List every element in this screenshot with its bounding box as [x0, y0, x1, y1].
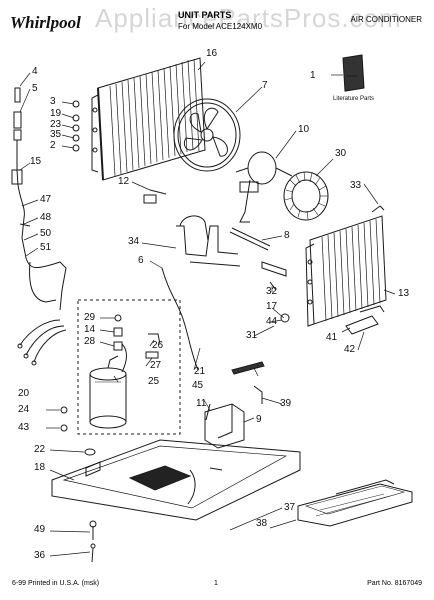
callout-49: 49 — [34, 524, 46, 535]
callout-2: 2 — [50, 140, 56, 151]
callout-29: 29 — [84, 312, 96, 323]
footer-page-number: 1 — [214, 580, 218, 587]
callout-33: 33 — [350, 180, 362, 191]
callout-4: 4 — [32, 66, 38, 77]
callout-6: 6 — [138, 255, 144, 266]
callout-14: 14 — [84, 324, 96, 335]
drain-tray-assembly — [297, 479, 413, 527]
fan-motor — [235, 151, 293, 223]
footer-part-number: Part No. 8167049 — [367, 580, 422, 587]
thermistor-wire — [17, 184, 67, 311]
leader-lines — [19, 61, 396, 557]
callout-18: 18 — [34, 462, 46, 473]
callout-19: 19 — [50, 108, 62, 119]
callout-32: 32 — [266, 286, 278, 297]
callout-9: 9 — [256, 414, 262, 425]
compressor-hardware — [113, 314, 161, 359]
callout-23: 23 — [50, 119, 62, 130]
callout-1: 1 — [310, 70, 316, 81]
blower-wheel — [283, 171, 329, 221]
callout-11: 11 — [196, 398, 207, 409]
callout-28: 28 — [84, 336, 96, 347]
evaporator-coil — [305, 205, 387, 327]
callout-26: 26 — [152, 340, 164, 351]
callout-20: 20 — [18, 388, 30, 399]
callout-30: 30 — [335, 148, 347, 159]
callout-17: 17 — [266, 301, 278, 312]
callout-48: 48 — [40, 212, 52, 223]
callout-25: 25 — [148, 376, 160, 387]
callout-13: 13 — [398, 288, 410, 299]
base-pan — [51, 439, 301, 521]
base-grommet — [84, 448, 96, 456]
callout-45: 45 — [192, 380, 204, 391]
callout-3: 3 — [50, 96, 56, 107]
wire-connector — [143, 189, 167, 204]
condenser-coil — [91, 57, 206, 181]
header-center: UNIT PARTS For Model ACE124XM0 — [178, 10, 262, 32]
left-column-parts — [11, 87, 80, 186]
screw-and-bracket-cluster — [229, 227, 290, 323]
watermark-text: AppliancePartsPros.com — [95, 3, 402, 33]
callout-47: 47 — [40, 194, 52, 205]
brand-logo: Whirlpool — [10, 13, 81, 32]
callout-35: 35 — [50, 129, 62, 140]
model-line: For Model ACE124XM0 — [178, 22, 263, 31]
callout-43: 43 — [18, 422, 30, 433]
callout-41: 41 — [326, 332, 338, 343]
foam-strip — [231, 361, 265, 375]
condenser-fan-blade — [173, 98, 241, 172]
callout-37: 37 — [284, 502, 296, 513]
callout-27: 27 — [150, 360, 162, 371]
callout-15: 15 — [30, 156, 42, 167]
product-name: AIR CONDITIONER — [350, 15, 422, 24]
capillary-tube — [161, 267, 199, 371]
callout-36: 36 — [34, 550, 46, 561]
callout-42: 42 — [344, 344, 356, 355]
compressor-enclosure-outline — [77, 299, 181, 435]
callout-10: 10 — [298, 124, 310, 135]
compressor — [89, 343, 127, 429]
callout-12: 12 — [118, 176, 130, 187]
callout-5: 5 — [32, 83, 38, 94]
callout-39: 39 — [280, 398, 292, 409]
callout-38: 38 — [256, 518, 268, 529]
literature-parts-booklet — [342, 54, 365, 92]
mounting-bracket — [204, 385, 263, 449]
section-title: UNIT PARTS — [178, 10, 232, 20]
callout-51: 51 — [40, 242, 52, 253]
callout-22: 22 — [34, 444, 46, 455]
callout-8: 8 — [284, 230, 290, 241]
callout-21: 21 — [194, 366, 206, 377]
callout-44: 44 — [266, 316, 278, 327]
callout-16: 16 — [206, 48, 218, 59]
literature-parts-label: Literature Parts — [333, 96, 375, 102]
callout-7: 7 — [262, 80, 268, 91]
compressor-wiring — [17, 319, 67, 366]
callout-31: 31 — [246, 330, 258, 341]
callout-50: 50 — [40, 228, 52, 239]
footer-print-info: 6-99 Printed in U.S.A. (msk) — [12, 580, 100, 587]
callout-34: 34 — [128, 236, 140, 247]
callout-24: 24 — [18, 404, 30, 415]
tubing-assembly — [176, 215, 241, 267]
screws-bottom — [89, 520, 97, 563]
screws-left — [60, 406, 68, 432]
clip-bracket — [345, 305, 385, 335]
